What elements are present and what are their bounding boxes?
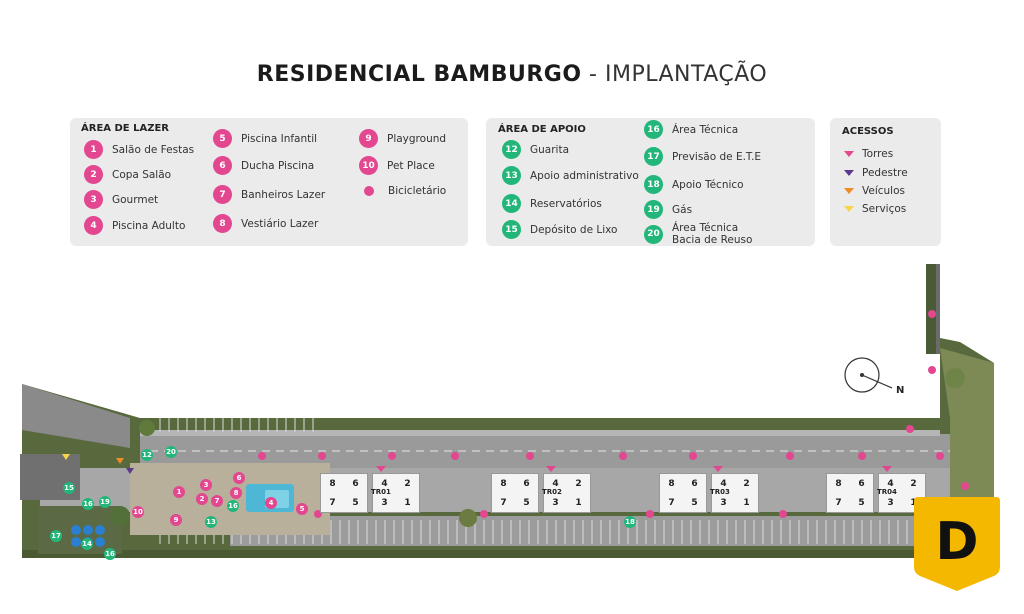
compass-label: N: [896, 385, 904, 396]
map-marker-16: 16: [82, 498, 94, 510]
tower-label: TR02: [542, 488, 562, 496]
map-marker-4: 4: [265, 497, 277, 509]
map-marker-14: 14: [81, 538, 93, 550]
torres-access-icon: [844, 151, 854, 157]
map-marker-17: 17: [50, 530, 62, 542]
legend-item: Serviços: [844, 203, 906, 215]
map-marker-19: 19: [99, 496, 111, 508]
map-marker-1: 1: [173, 486, 185, 498]
map-marker-9: 9: [170, 514, 182, 526]
map-marker-12: 12: [141, 449, 153, 461]
map-marker-16: 16: [227, 500, 239, 512]
tower-label: TR03: [710, 488, 730, 496]
page-title: RESIDENCIAL BAMBURGO - IMPLANTAÇÃO: [256, 62, 768, 87]
legend-item: Veículos: [844, 185, 905, 197]
tower-label: TR04: [877, 488, 897, 496]
legend-acessos-panel: ACESSOS Torres Pedestre Veículos Serviço…: [830, 118, 941, 246]
svg-text:D: D: [935, 512, 978, 572]
veiculos-access-icon: [844, 188, 854, 194]
brand-logo: D: [914, 497, 1000, 591]
map-marker-3: 3: [200, 479, 212, 491]
site-plan-map: N: [20, 264, 994, 558]
map-marker-18: 18: [624, 516, 636, 528]
legend-item: Torres: [844, 148, 893, 160]
map-marker-5: 5: [296, 503, 308, 515]
map-marker-6: 6: [233, 472, 245, 484]
map-marker-13: 13: [205, 516, 217, 528]
map-marker-7: 7: [211, 495, 223, 507]
legend-lazer-heading: ÁREA DE LAZER: [81, 123, 169, 134]
legend-item: Pedestre: [844, 167, 908, 179]
servicos-access-icon: [844, 206, 854, 212]
legend-acessos-heading: ACESSOS: [842, 126, 894, 137]
map-marker-15: 15: [63, 482, 75, 494]
map-marker-2: 2: [196, 493, 208, 505]
compass-icon: [844, 357, 893, 393]
map-marker-16: 16: [104, 548, 116, 560]
tower-label: TR01: [371, 488, 391, 496]
legend-item: Bicicletário: [359, 185, 446, 197]
map-marker-10: 10: [132, 506, 144, 518]
bicycle-rack-marker: [364, 186, 374, 196]
map-marker-8: 8: [230, 487, 242, 499]
map-marker-20: 20: [165, 446, 177, 458]
pedestre-access-icon: [844, 170, 854, 176]
legend-apoio-heading: ÁREA DE APOIO: [498, 124, 586, 135]
